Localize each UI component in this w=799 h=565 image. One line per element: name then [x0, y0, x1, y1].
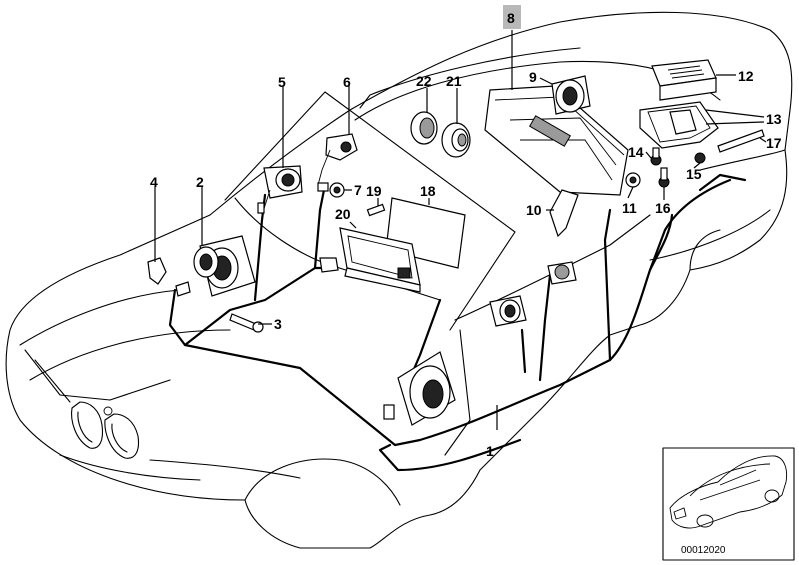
callout-8: 8 — [507, 10, 515, 26]
nut-part-11 — [625, 172, 641, 188]
ring-part-22 — [410, 111, 438, 145]
wiring-harness — [168, 173, 747, 472]
door-speaker — [383, 351, 456, 426]
callout-3: 3 — [274, 316, 282, 332]
speaker-enclosure-part-8 — [484, 85, 629, 196]
strip-part-17 — [717, 129, 765, 153]
car-body-outline — [5, 11, 793, 549]
amplifier-holder-part-13 — [639, 101, 719, 149]
document-number: 00012020 — [681, 545, 726, 556]
door-tweeter-housing — [547, 261, 577, 285]
tweeter-part-6 — [317, 133, 358, 186]
callout-20: 20 — [335, 206, 351, 222]
screw-part-16 — [658, 167, 670, 188]
leader-lines — [154, 30, 767, 430]
vehicle-thumbnail-inset: 00012020 — [662, 447, 795, 561]
callout-15: 15 — [686, 166, 702, 182]
radio-connector — [319, 257, 339, 273]
callout-21: 21 — [446, 73, 462, 89]
speaker-part-9 — [551, 75, 591, 115]
amplifier-part-12 — [651, 59, 717, 101]
connector-part-4 — [147, 257, 191, 297]
callout-8-highlight — [503, 5, 521, 29]
callout-7: 7 — [354, 182, 362, 198]
callout-18: 18 — [420, 183, 436, 199]
callout-10: 10 — [526, 202, 542, 218]
callout-12: 12 — [738, 68, 754, 84]
front-speaker-part-2 — [193, 235, 256, 297]
radio-box-part-20 — [339, 227, 421, 293]
callout-17: 17 — [766, 135, 782, 151]
clip-part-15 — [694, 152, 706, 164]
callout-1: 1 — [486, 443, 494, 459]
callout-13: 13 — [766, 111, 782, 127]
callout-11: 11 — [622, 200, 637, 216]
callout-14: 14 — [628, 144, 644, 160]
tweeter-part-5 — [257, 165, 303, 216]
callout-6: 6 — [343, 74, 351, 90]
callout-22: 22 — [416, 73, 432, 89]
screw-part-14 — [650, 147, 662, 166]
callout-9: 9 — [529, 69, 537, 85]
callout-labels: 1 2 3 4 5 6 7 8 9 10 11 12 13 14 15 16 1… — [150, 5, 782, 459]
callout-4: 4 — [150, 174, 158, 190]
pin-part-19 — [366, 203, 386, 217]
callout-19: 19 — [366, 183, 382, 199]
callout-5: 5 — [278, 74, 286, 90]
bushing-part-21 — [441, 122, 471, 158]
bracket-part-10 — [549, 189, 579, 238]
car-thumbnail-image — [669, 455, 787, 529]
kidney-grille — [71, 401, 140, 459]
door-tweeter — [489, 295, 527, 327]
callout-16: 16 — [655, 200, 671, 216]
screw-part-3 — [229, 313, 264, 333]
callout-2: 2 — [196, 174, 204, 190]
